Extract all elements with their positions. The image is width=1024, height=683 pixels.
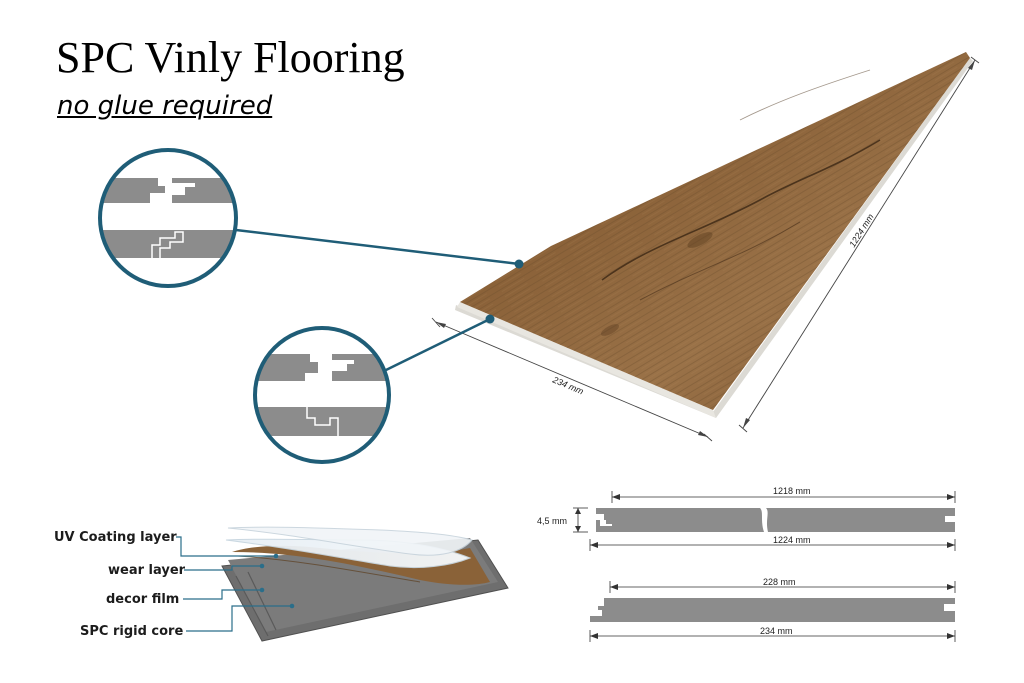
length-inner-label: 1218 mm <box>773 486 811 496</box>
layer-label-uv-coating: UV Coating layer <box>54 530 177 545</box>
callout-line-top <box>235 228 520 266</box>
layer-label-wear: wear layer <box>108 563 186 578</box>
layer-label-rigid-core: SPC rigid core <box>80 624 184 639</box>
page-title: SPC Vinly Flooring <box>56 33 405 82</box>
width-profile: 228 mm 234 mm <box>589 577 956 642</box>
callout-dot-bottom <box>485 314 495 324</box>
layer-stack-illustration <box>221 526 509 642</box>
layer-label-decor-film: decor film <box>106 592 180 607</box>
width-inner-label: 228 mm <box>763 577 796 587</box>
callout-dot-top <box>514 259 524 269</box>
length-outer-label: 1224 mm <box>773 535 811 545</box>
wood-plank <box>455 52 973 418</box>
length-profile: 1218 mm 4,5 mm 1224 mm <box>537 486 956 551</box>
click-joint-magnifier-bottom <box>253 326 391 464</box>
width-outer-label: 234 mm <box>760 626 793 636</box>
layer-leader-lines <box>176 536 295 632</box>
callout-line-bottom <box>385 317 491 372</box>
thickness-label: 4,5 mm <box>537 516 567 526</box>
click-joint-magnifier-top <box>98 148 238 288</box>
page-subtitle: no glue required <box>57 91 273 121</box>
